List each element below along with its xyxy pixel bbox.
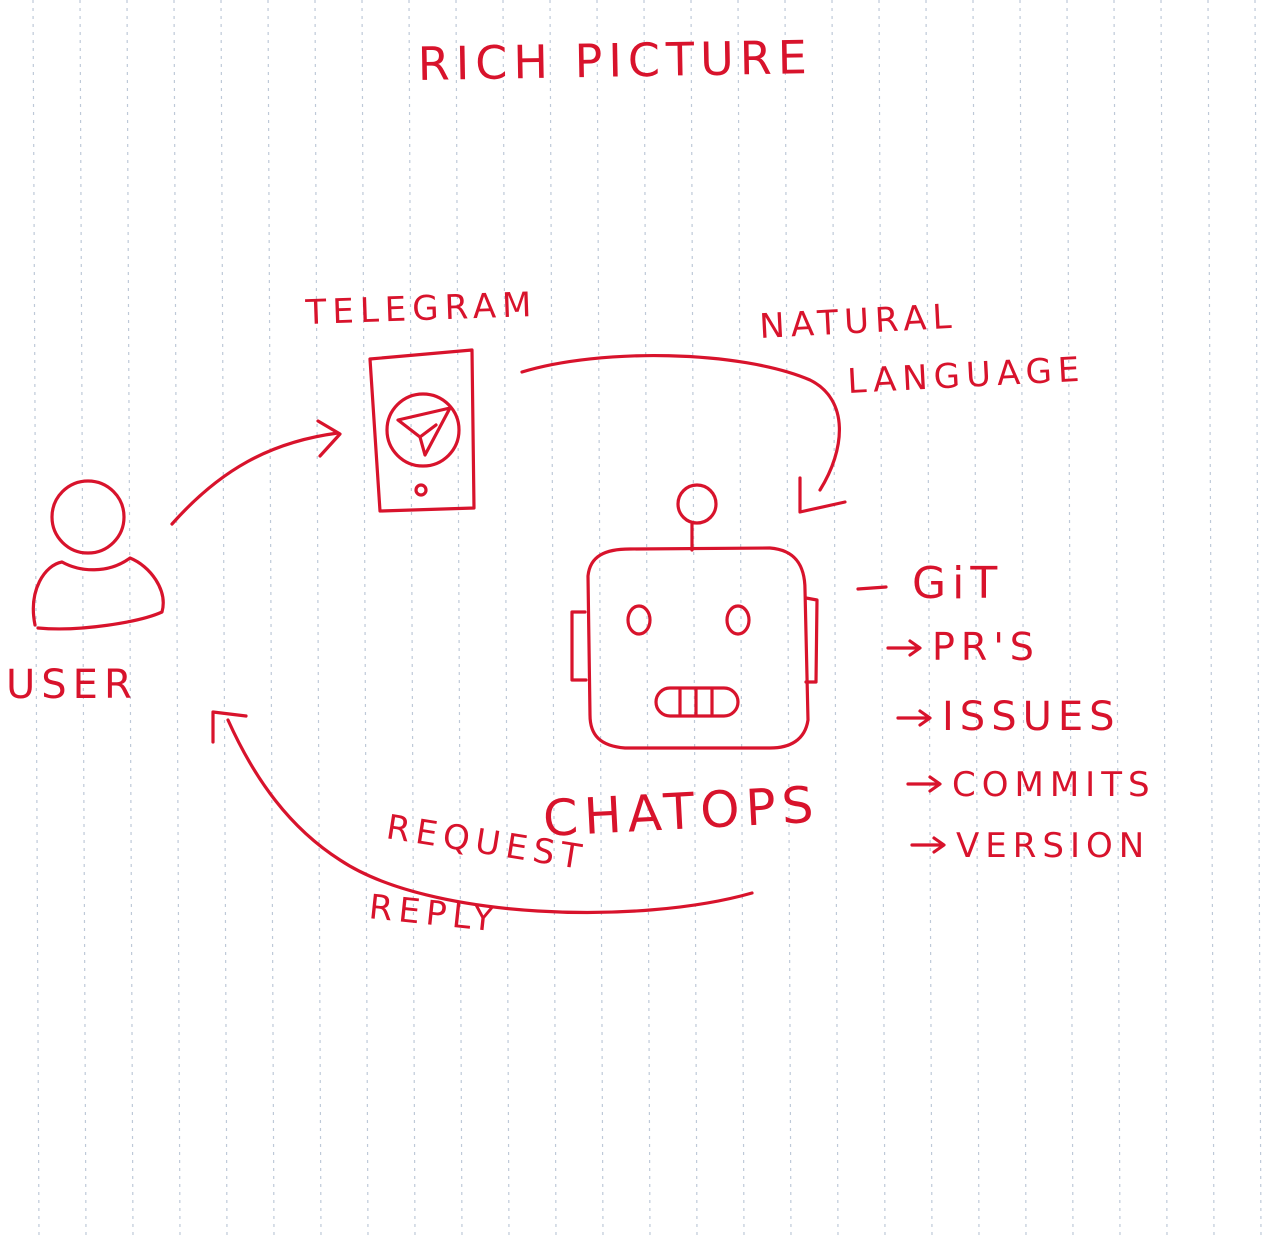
edge-telegram-to-chatops: NATURAL LANGUAGE: [520, 297, 1086, 514]
user-node: USER: [6, 479, 165, 708]
telegram-node: TELEGRAM: [304, 285, 538, 513]
reply-label: REPLY: [367, 887, 501, 940]
chatops-node: CHATOPS: [542, 483, 821, 848]
natural-language-label-line1: NATURAL: [758, 297, 958, 347]
paper-rule-line: [32, 0, 40, 1237]
features-list: GiT PR'S ISSUES COMMITS VERSION: [856, 558, 1156, 866]
paper-rule-line: [267, 0, 275, 1237]
paper-rule-line: [1254, 0, 1262, 1237]
arrow-right-icon: [896, 709, 932, 727]
paper-rule-line: [1113, 0, 1121, 1237]
diagram-title: RICH PICTURE: [417, 30, 813, 91]
edge-user-to-telegram: [170, 419, 342, 526]
paper-rule-line: [831, 0, 839, 1237]
paper-rule-line: [737, 0, 745, 1237]
paper-rule-line: [314, 0, 322, 1237]
arrow-right-icon: [910, 836, 946, 854]
arrow-right-icon: [906, 775, 942, 793]
feature-item-label: PR'S: [932, 625, 1040, 669]
phone-telegram-icon: [368, 348, 476, 513]
paper-rule-line: [596, 0, 604, 1237]
paper-rule-line: [972, 0, 980, 1237]
feature-item: ISSUES: [896, 694, 1121, 740]
paper-rule-line: [361, 0, 369, 1237]
telegram-label: TELEGRAM: [304, 285, 538, 333]
robot-icon: [570, 483, 819, 750]
paper-rule-line: [878, 0, 886, 1237]
paper-rule-line: [455, 0, 463, 1237]
paper-rule-lines: [32, 0, 1262, 1237]
natural-language-label-line2: LANGUAGE: [846, 350, 1086, 402]
feature-item-label: COMMITS: [952, 765, 1156, 805]
paper-rule-line: [643, 0, 651, 1237]
feature-item-label: VERSION: [956, 826, 1150, 866]
paper-rule-line: [173, 0, 181, 1237]
paper-rule-line: [126, 0, 134, 1237]
feature-items: PR'S ISSUES COMMITS VERSION: [886, 625, 1156, 866]
user-icon: [31, 479, 165, 631]
paper-rule-line: [1066, 0, 1074, 1237]
paper-rule-line: [1019, 0, 1027, 1237]
feature-item: COMMITS: [906, 765, 1156, 805]
paper-rule-line: [925, 0, 933, 1237]
user-label: USER: [6, 662, 138, 708]
paper-rule-line: [1160, 0, 1168, 1237]
feature-item: VERSION: [910, 826, 1150, 866]
feature-item-label: ISSUES: [942, 694, 1121, 740]
paper-rule-line: [549, 0, 557, 1237]
paper-rule-line: [502, 0, 510, 1237]
paper-rule-line: [408, 0, 416, 1237]
feature-item: PR'S: [886, 625, 1040, 669]
paper-rule-line: [784, 0, 792, 1237]
paper-rule-line: [1207, 0, 1215, 1237]
paper-rule-line: [690, 0, 698, 1237]
chatops-label: CHATOPS: [542, 776, 821, 848]
paper-rule-line: [79, 0, 87, 1237]
arrow-right-icon: [886, 639, 922, 657]
paper-rule-line: [220, 0, 228, 1237]
git-label: GiT: [912, 558, 1003, 609]
